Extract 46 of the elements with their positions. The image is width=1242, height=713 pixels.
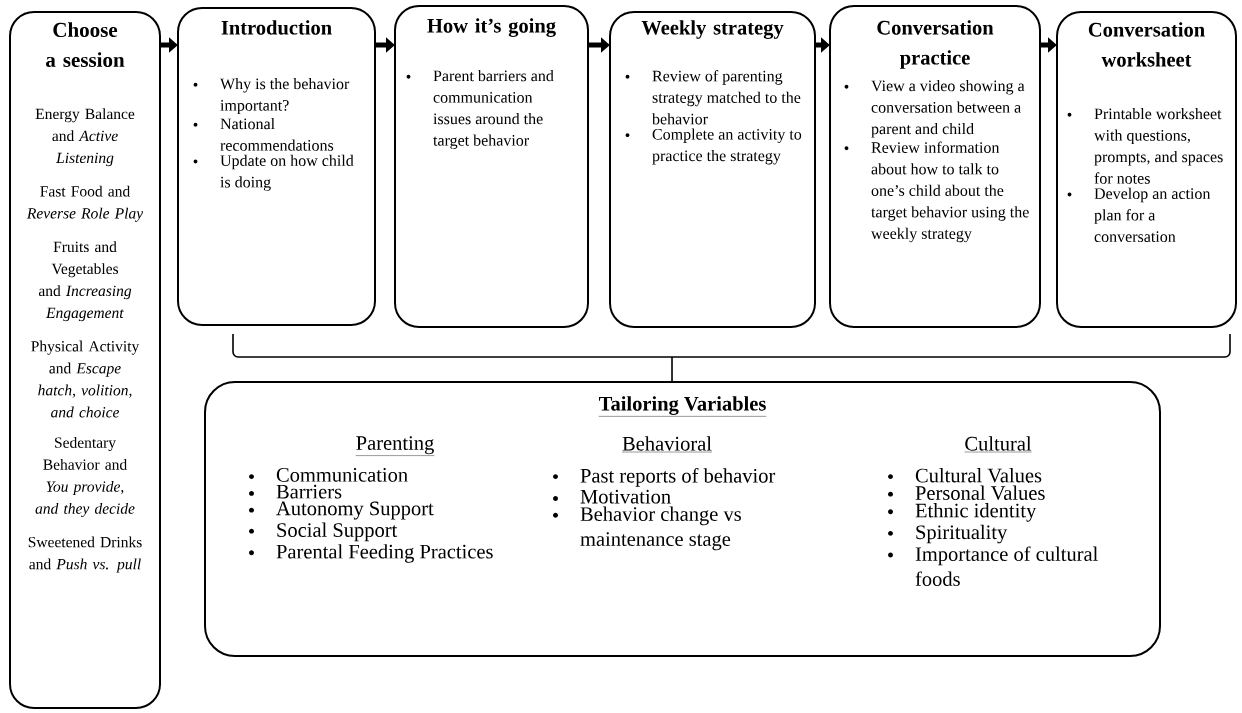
process-box xyxy=(394,5,589,328)
box-heading: Weekly strategy xyxy=(641,20,784,39)
panel-title: Tailoring Variables xyxy=(598,396,767,417)
bullet-item: Review information about how to talk to one’s child about the target behavior using the weekly strategy xyxy=(844,141,1029,243)
session-item: Sedentary Behavior and You provide, and they decide xyxy=(35,436,135,517)
column-heading: Parenting xyxy=(355,436,435,456)
box-heading: Choose a session xyxy=(46,22,125,67)
box-heading: How it’s going xyxy=(427,18,556,37)
session-item: Physical Activity and Escape hatch, volition, and choice xyxy=(31,340,140,418)
process-box xyxy=(829,5,1041,328)
bullet-item: Parent barriers and communication issues around the target behavior xyxy=(406,70,554,150)
panel-box xyxy=(204,381,1161,657)
bullet-item: View a video showing a conversation between a parent and child xyxy=(844,80,1025,138)
bullet-item: Past reports of behavior xyxy=(553,468,776,487)
bullet-item: Spirituality xyxy=(888,524,1008,544)
bullet-item: Develop an action plan for a conversation xyxy=(1067,187,1211,242)
bullet-item: Parental Feeding Practices xyxy=(249,544,493,563)
session-item: Fast Food and Reverse Role Play xyxy=(26,185,144,222)
process-box xyxy=(177,7,376,326)
bullet-item: Cultural Values xyxy=(888,468,1042,483)
bullet-item: Ethnic identity xyxy=(888,503,1037,522)
bullet-item: Autonomy Support xyxy=(249,501,434,520)
bullet-item: Why is the behavior important? xyxy=(193,78,350,114)
bullet-item: Barriers xyxy=(249,484,342,499)
bullet-item: National recommendations xyxy=(193,118,334,151)
session-item: Fruits and Vegetables and Increasing Engagement xyxy=(38,241,132,322)
bullet-item: Behavior change vs maintenance stage xyxy=(553,506,741,551)
process-box xyxy=(609,11,816,328)
bullet-item: Social Support xyxy=(249,522,398,542)
column-heading: Behavioral xyxy=(621,436,713,453)
bullet-item: Review of parenting strategy matched to the behavior xyxy=(625,70,801,125)
box-heading: Conversation worksheet xyxy=(1088,22,1205,67)
box-heading: Introduction xyxy=(221,20,332,35)
bullet-item: Importance of cultural foods xyxy=(888,546,1098,586)
process-box xyxy=(1056,11,1237,328)
bullet-item: Printable worksheet with questions, prompts, and spaces for notes xyxy=(1067,108,1223,184)
bullet-item: Update on how child is doing xyxy=(193,154,354,191)
column-heading: Cultural xyxy=(964,436,1032,453)
bullet-item: Complete an activity to practice the strategy xyxy=(625,128,802,165)
bullet-item: Motivation xyxy=(553,489,671,504)
session-item: Sweetened Drinks and Push vs. pull xyxy=(28,536,142,573)
session-item: Energy Balance and Active Listening xyxy=(35,108,135,167)
process-box xyxy=(9,11,161,709)
bullet-item: Communication xyxy=(249,468,408,482)
box-heading: Conversation practice xyxy=(877,20,994,69)
bullet-item: Personal Values xyxy=(888,485,1045,501)
